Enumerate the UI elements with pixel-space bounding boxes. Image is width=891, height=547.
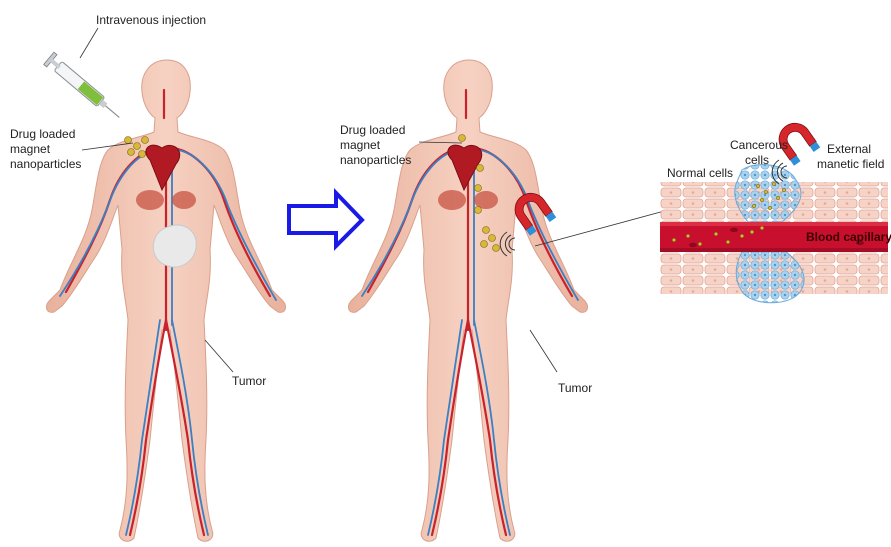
label-drug-loaded-right-2: magnet	[340, 138, 380, 152]
label-drug-loaded-left-3: nanoparticles	[10, 157, 81, 171]
right-arrow-icon	[289, 193, 362, 246]
label-tumor-left: Tumor	[232, 374, 266, 388]
label-cancerous-cells-1: Cancerous	[730, 138, 788, 152]
syringe-icon	[44, 52, 125, 123]
label-drug-loaded-left-1: Drug loaded	[10, 127, 75, 141]
label-blood-capillary: Blood capillary	[806, 230, 891, 244]
body-figure-before	[47, 60, 286, 541]
label-cancerous-cells-2: cells	[745, 153, 769, 167]
label-external-field-2: manetic field	[817, 157, 884, 171]
label-drug-loaded-right-1: Drug loaded	[340, 123, 405, 137]
label-external-field-1: External	[827, 142, 871, 156]
label-tumor-right: Tumor	[558, 381, 592, 395]
label-drug-loaded-right-3: nanoparticles	[340, 153, 411, 167]
label-drug-loaded-left-2: magnet	[10, 142, 50, 156]
label-normal-cells: Normal cells	[667, 166, 733, 180]
label-intravenous-injection: Intravenous injection	[96, 13, 206, 27]
